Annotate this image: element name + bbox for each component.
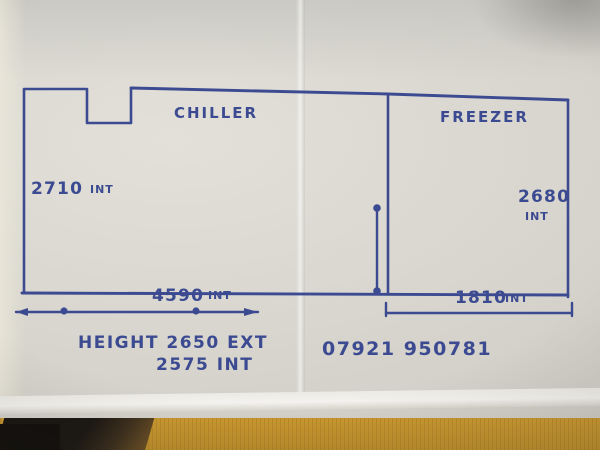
plan-outline-notch (22, 86, 133, 125)
plan-outline-top-wall (129, 86, 570, 102)
paper-vertical-crease (296, 0, 305, 410)
dimension-label-right-depth-unit: INT (525, 210, 549, 223)
dimension-line-vertical-interior (373, 204, 381, 295)
dimension-label-chiller-width-value: 4590 (152, 286, 204, 306)
paper-corner-shadow (420, 0, 600, 70)
dimension-line-1810 (384, 301, 574, 318)
contact-phone-number: 07921 950781 (322, 338, 492, 360)
paper-left-crease (0, 0, 26, 410)
dimension-label-chiller-width-unit: INT (208, 289, 232, 302)
dimension-label-right-depth-value: 2680 (518, 187, 570, 207)
room-label-chiller: CHILLER (174, 104, 258, 122)
dark-object-edge (0, 424, 60, 450)
note-height-exterior: HEIGHT 2650 EXT (78, 333, 268, 353)
dimension-label-freezer-width-unit: INT (505, 292, 529, 305)
dimension-line-4590 (14, 307, 260, 316)
room-label-freezer: FREEZER (440, 108, 529, 126)
dimension-label-left-depth-value: 2710 (31, 179, 83, 199)
dimension-label-left-depth-unit: INT (90, 183, 114, 196)
plan-outline-bottom-wall (20, 291, 570, 297)
dimension-label-freezer-width-value: 1810 (455, 288, 507, 308)
note-height-interior: 2575 INT (156, 355, 253, 375)
